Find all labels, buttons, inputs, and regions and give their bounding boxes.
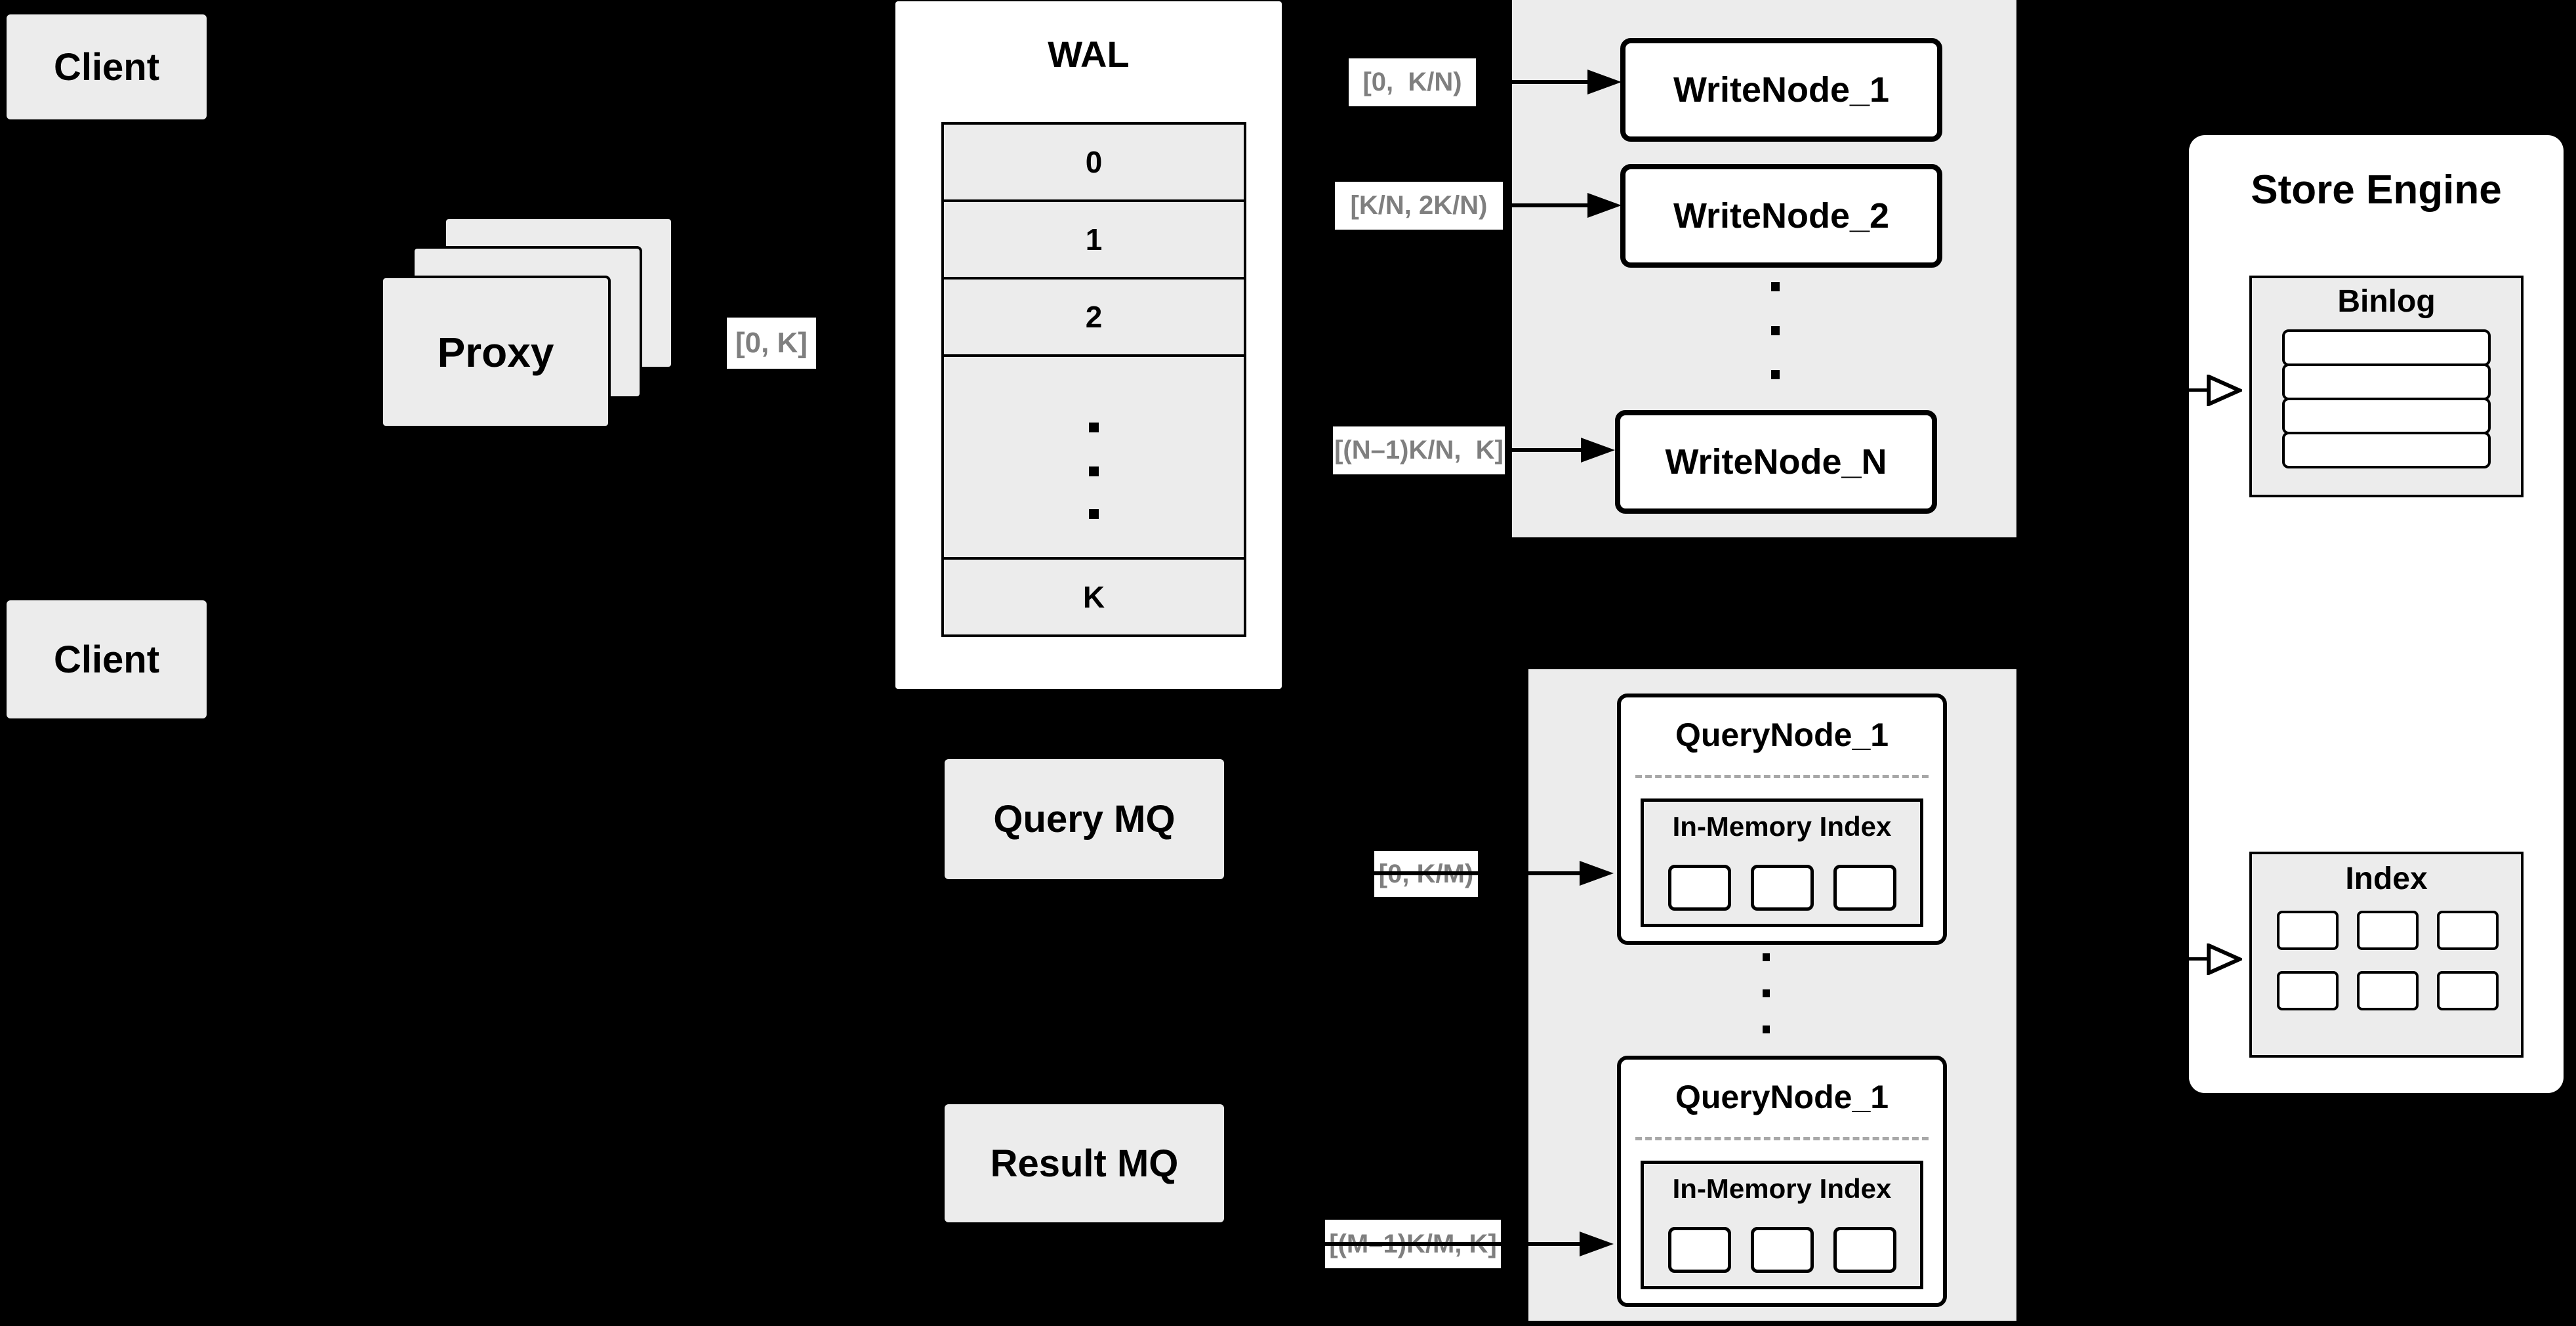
index-cell	[2277, 911, 2339, 950]
solid-arrowhead-icon	[1580, 1232, 1614, 1256]
wal-row-ellipsis	[944, 357, 1244, 560]
proxy-label: Proxy	[437, 328, 554, 376]
dashed-divider	[1635, 775, 1929, 778]
binlog-row	[2282, 432, 2491, 468]
query-mq-label: Query MQ	[993, 798, 1176, 840]
hollow-arrowhead-icon	[2207, 375, 2242, 406]
index-cells-row	[2277, 971, 2499, 1010]
index-title: Index	[2345, 861, 2428, 896]
wal-row: 1	[944, 202, 1244, 280]
ellipsis-dot-icon	[1089, 466, 1099, 476]
index-cell	[2357, 971, 2419, 1010]
binlog-row	[2282, 363, 2491, 400]
wal-row-label: 1	[1085, 222, 1103, 257]
wal-row: 0	[944, 125, 1244, 202]
arrow-shaft	[1225, 1242, 1580, 1246]
edge-label-write-1: [0, K/N)	[1349, 58, 1476, 106]
index-cell	[2437, 911, 2499, 950]
index-cell	[2277, 971, 2339, 1010]
memory-segments	[1644, 1227, 1920, 1273]
client-bottom-label: Client	[53, 638, 160, 681]
binlog-rows	[2282, 329, 2491, 468]
write-node-2-label: WriteNode_2	[1673, 196, 1890, 236]
index-cells-row	[2277, 911, 2499, 950]
wal-segment-table: 0 1 2 K	[941, 122, 1246, 637]
client-top-label: Client	[53, 45, 160, 89]
write-node-1-label: WriteNode_1	[1673, 70, 1890, 110]
write-node-2: WriteNode_2	[1620, 164, 1942, 268]
wal-title: WAL	[1048, 33, 1130, 75]
write-node-n-label: WriteNode_N	[1665, 442, 1887, 482]
ellipsis-dot-icon	[1771, 370, 1780, 379]
store-engine-container: Store Engine Binlog Index	[2189, 135, 2564, 1093]
ellipsis-dot-icon	[1771, 282, 1780, 291]
wal-container: WAL 0 1 2 K	[895, 1, 1282, 689]
index-cell	[2437, 971, 2499, 1010]
edge-label-write-1-text: [0, K/N)	[1362, 68, 1462, 96]
ellipsis-dot-icon	[1763, 953, 1770, 961]
write-node-n: WriteNode_N	[1615, 410, 1937, 514]
memory-segment	[1750, 865, 1814, 911]
binlog-panel: Binlog	[2249, 276, 2524, 497]
wal-row: K	[944, 560, 1244, 634]
edge-label-write-n: [(N–1)K/N, K]	[1333, 426, 1505, 474]
ellipsis-dot-icon	[1763, 989, 1770, 997]
solid-arrowhead-icon	[1587, 70, 1622, 94]
binlog-row	[2282, 398, 2491, 434]
memory-segment	[1667, 1227, 1731, 1273]
query-node-bottom: QueryNode_1 In-Memory Index	[1617, 1056, 1947, 1307]
write-node-1: WriteNode_1	[1620, 38, 1942, 142]
index-panel: Index	[2249, 852, 2524, 1058]
arrow-shaft	[1504, 203, 1587, 207]
wal-row: 2	[944, 280, 1244, 357]
ellipsis-dot-icon	[1763, 1026, 1770, 1033]
in-memory-index-panel: In-Memory Index	[1641, 798, 1923, 927]
memory-segment	[1833, 865, 1896, 911]
memory-segments	[1644, 865, 1920, 911]
client-node-bottom: Client	[7, 600, 207, 718]
index-cell	[2357, 911, 2419, 950]
edge-label-write-2: [K/N, 2K/N)	[1335, 182, 1503, 230]
solid-arrowhead-icon	[1580, 861, 1614, 886]
edge-label-proxy-wal: [0, K]	[727, 318, 816, 369]
ellipsis-dot-icon	[1089, 509, 1099, 519]
dashed-divider	[1635, 1137, 1929, 1140]
query-node-top: QueryNode_1 In-Memory Index	[1617, 694, 1947, 945]
arrow-shaft	[1477, 80, 1587, 84]
wal-row-label: 2	[1085, 300, 1103, 334]
memory-segment	[1833, 1227, 1896, 1273]
wal-row-label: 0	[1085, 145, 1103, 179]
binlog-row	[2282, 329, 2491, 366]
query-mq-node: Query MQ	[945, 759, 1224, 879]
arrow-shaft	[1225, 871, 1580, 875]
ellipsis-dot-icon	[1771, 326, 1780, 335]
proxy-node: Proxy	[380, 276, 611, 428]
in-memory-index-panel: In-Memory Index	[1641, 1161, 1923, 1289]
arrow-shaft	[2125, 388, 2211, 392]
in-memory-index-title: In-Memory Index	[1672, 1173, 1892, 1204]
solid-arrowhead-icon	[1581, 438, 1615, 463]
edge-label-write-2-text: [K/N, 2K/N)	[1350, 191, 1488, 220]
result-mq-label: Result MQ	[990, 1142, 1179, 1185]
memory-segment	[1667, 865, 1731, 911]
hollow-arrowhead-icon	[2207, 943, 2242, 975]
in-memory-index-title: In-Memory Index	[1672, 811, 1892, 842]
wal-row-label: K	[1082, 580, 1105, 614]
edge-label-write-n-text: [(N–1)K/N, K]	[1334, 436, 1503, 465]
query-node-top-title: QueryNode_1	[1675, 716, 1889, 753]
arrow-shaft	[1506, 448, 1581, 452]
binlog-title: Binlog	[2337, 284, 2436, 319]
result-mq-node: Result MQ	[945, 1104, 1224, 1222]
ellipsis-dot-icon	[1089, 423, 1099, 432]
store-engine-title: Store Engine	[2251, 167, 2502, 213]
memory-segment	[1750, 1227, 1814, 1273]
edge-label-proxy-wal-text: [0, K]	[735, 327, 808, 359]
query-node-bottom-title: QueryNode_1	[1675, 1079, 1889, 1115]
client-node-top: Client	[7, 14, 207, 119]
arrow-shaft	[2125, 957, 2211, 961]
solid-arrowhead-icon	[1587, 193, 1622, 218]
